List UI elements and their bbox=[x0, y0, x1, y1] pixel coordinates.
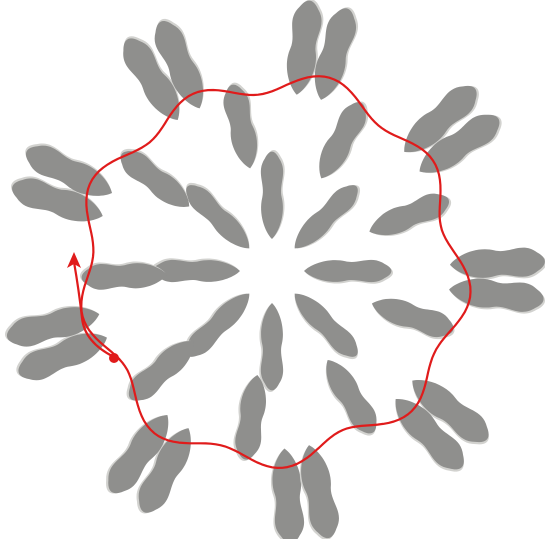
petal-middle-4 bbox=[113, 141, 198, 216]
petal-outer-14 bbox=[449, 247, 545, 281]
petal-inner-1 bbox=[259, 303, 283, 392]
start-dot-icon bbox=[109, 353, 119, 363]
petal-body bbox=[287, 286, 365, 364]
petal-inner-7 bbox=[304, 260, 393, 284]
petal-inner-6 bbox=[287, 178, 367, 258]
petal-middle-7 bbox=[365, 187, 456, 245]
petal-inner-8 bbox=[286, 286, 366, 366]
petal-body bbox=[180, 179, 258, 257]
petal-inner-3 bbox=[151, 258, 240, 282]
petal-body bbox=[317, 353, 384, 439]
petal-body bbox=[310, 97, 373, 185]
petal-outer-15 bbox=[447, 275, 545, 316]
petal-inner-5 bbox=[261, 150, 285, 239]
petal-body bbox=[122, 332, 203, 408]
petal-middle-2 bbox=[120, 331, 203, 410]
petal-inner-4 bbox=[179, 176, 259, 256]
petal-body bbox=[287, 179, 365, 257]
